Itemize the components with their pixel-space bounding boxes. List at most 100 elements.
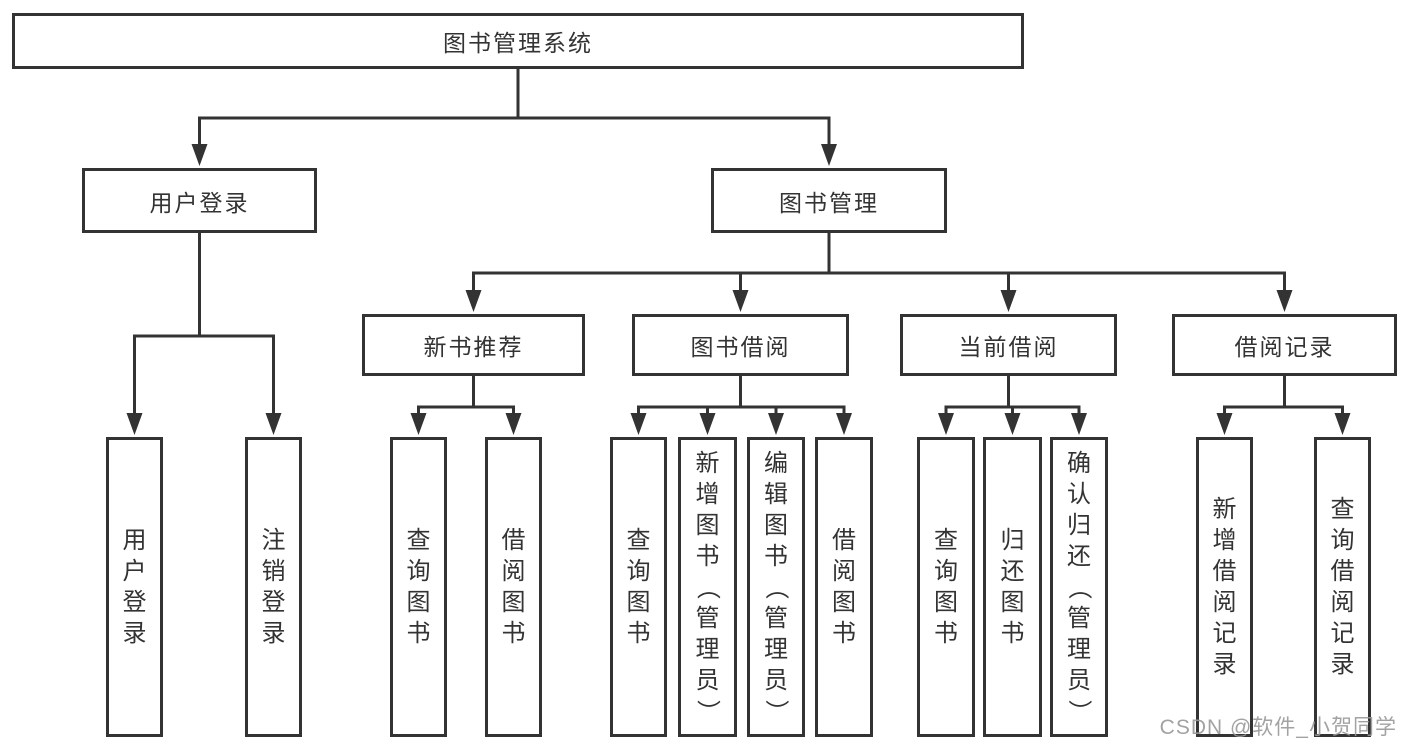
vertical-char: 增 — [695, 480, 720, 508]
vertical-char: 记 — [1212, 620, 1237, 647]
vertical-char: 图 — [764, 511, 788, 539]
node-nb1: 查询图书 — [390, 437, 447, 737]
arrowhead-icon — [505, 413, 522, 435]
vertical-char: 阅 — [832, 558, 856, 585]
vertical-char: 查 — [934, 527, 958, 554]
edge-group-current-borrow — [938, 372, 1087, 435]
node-ul2: 注销登录 — [245, 437, 302, 737]
node-bb2: 新增图书（管理员） — [678, 437, 737, 737]
vertical-char: 图 — [934, 589, 958, 616]
arrowhead-icon — [1216, 413, 1233, 435]
edge-book-borrow-bb3 — [768, 405, 784, 435]
edge-borrow-records-br2 — [1334, 405, 1351, 435]
arrowhead-icon — [1071, 413, 1087, 435]
vertical-char: 借 — [832, 527, 856, 554]
node-cb3: 确认归还（管理员） — [1050, 437, 1108, 737]
node-ul1: 用户登录 — [106, 437, 163, 737]
vertical-char: 理 — [695, 635, 720, 663]
arrowhead-icon — [265, 413, 282, 435]
vertical-char: 借 — [1212, 558, 1237, 585]
vertical-char: 增 — [1212, 527, 1237, 554]
vertical-char: 阅 — [501, 558, 526, 585]
node-bb3: 编辑图书（管理员） — [747, 437, 805, 737]
edge-group-user-login — [126, 229, 282, 435]
vertical-paren: （ — [694, 575, 721, 599]
edge-book-borrow-bb1 — [630, 405, 647, 435]
arrowhead-icon — [836, 413, 852, 435]
vertical-char: 书 — [406, 620, 431, 647]
edge-book-borrow-bb2 — [699, 405, 716, 435]
vertical-char: 还 — [1067, 542, 1091, 570]
vertical-paren: （ — [762, 575, 790, 599]
arrowhead-icon — [191, 144, 208, 166]
node-label-br1: 新增借阅记录 — [1199, 440, 1250, 734]
edge-borrow-records-br1 — [1216, 405, 1233, 435]
edge-group-root — [191, 65, 837, 166]
vertical-char: 用 — [122, 527, 147, 554]
vertical-char: 归 — [1000, 527, 1025, 554]
edge-group-borrow-records — [1216, 372, 1351, 435]
edge-group-book-mgmt — [465, 229, 1293, 312]
vertical-char: 录 — [261, 620, 286, 647]
vertical-char: 理 — [764, 635, 788, 663]
edge-root-user-login — [191, 116, 208, 166]
edge-current-borrow-cb2 — [1004, 405, 1021, 435]
vertical-char: 书 — [695, 542, 720, 570]
edge-group-book-borrow — [630, 372, 852, 435]
node-label-bb2: 新增图书（管理员） — [681, 440, 734, 734]
vertical-char: 书 — [626, 620, 651, 647]
vertical-char: 询 — [406, 558, 431, 585]
arrowhead-icon — [1334, 413, 1351, 435]
vertical-char: 认 — [1067, 480, 1091, 508]
node-br2: 查询借阅记录 — [1314, 437, 1371, 737]
node-bb1: 查询图书 — [610, 437, 667, 737]
edge-book-borrow-bb4 — [836, 405, 852, 435]
vertical-char: 归 — [1067, 511, 1091, 539]
vertical-char: 员 — [1067, 666, 1091, 694]
vertical-char: 登 — [122, 589, 147, 616]
vertical-char: 询 — [1330, 527, 1355, 554]
edge-user-login-ul2 — [265, 334, 282, 435]
vertical-char: 询 — [626, 558, 651, 585]
vertical-char: 销 — [261, 558, 286, 585]
vertical-char: 登 — [261, 589, 286, 616]
arrowhead-icon — [732, 290, 749, 312]
node-label-ul2: 注销登录 — [248, 440, 299, 734]
edge-group-new-book-rec — [410, 372, 522, 435]
arrowhead-icon — [126, 413, 143, 435]
vertical-char: 录 — [1330, 651, 1355, 678]
vertical-char: 书 — [764, 542, 788, 570]
vertical-char: 图 — [501, 589, 526, 616]
node-label-nb1: 查询图书 — [393, 440, 444, 734]
node-current-borrow: 当前借阅 — [900, 314, 1117, 376]
node-book-mgmt: 图书管理 — [711, 168, 947, 233]
node-label-bb4: 借阅图书 — [818, 440, 870, 734]
node-new-book-rec: 新书推荐 — [362, 314, 585, 376]
arrowhead-icon — [699, 413, 716, 435]
arrowhead-icon — [1000, 290, 1017, 312]
arrowhead-icon — [630, 413, 647, 435]
vertical-char: 查 — [406, 527, 431, 554]
edge-user-login-ul1 — [126, 334, 143, 435]
vertical-char: 新 — [695, 449, 720, 477]
node-root: 图书管理系统 — [12, 13, 1024, 69]
vertical-char: 阅 — [1330, 589, 1355, 616]
vertical-char: 管 — [695, 604, 720, 632]
vertical-char: 员 — [695, 666, 720, 694]
vertical-char: 书 — [1000, 620, 1025, 647]
vertical-char: 书 — [934, 620, 958, 647]
node-label-bb1: 查询图书 — [613, 440, 664, 734]
vertical-char: 注 — [261, 527, 286, 554]
edge-book-mgmt-borrow-records — [1276, 271, 1293, 312]
node-label-br2: 查询借阅记录 — [1317, 440, 1368, 734]
arrowhead-icon — [465, 290, 482, 312]
node-label-book-mgmt: 图书管理 — [779, 189, 879, 216]
vertical-char: 管 — [764, 604, 788, 632]
node-borrow-records: 借阅记录 — [1172, 314, 1397, 376]
vertical-char: 管 — [1067, 604, 1091, 632]
edge-book-mgmt-current-borrow — [1000, 271, 1017, 312]
vertical-char: 书 — [501, 620, 526, 647]
vertical-char: 编 — [764, 449, 788, 477]
vertical-paren: ） — [762, 699, 790, 723]
node-label-ul1: 用户登录 — [109, 440, 160, 734]
